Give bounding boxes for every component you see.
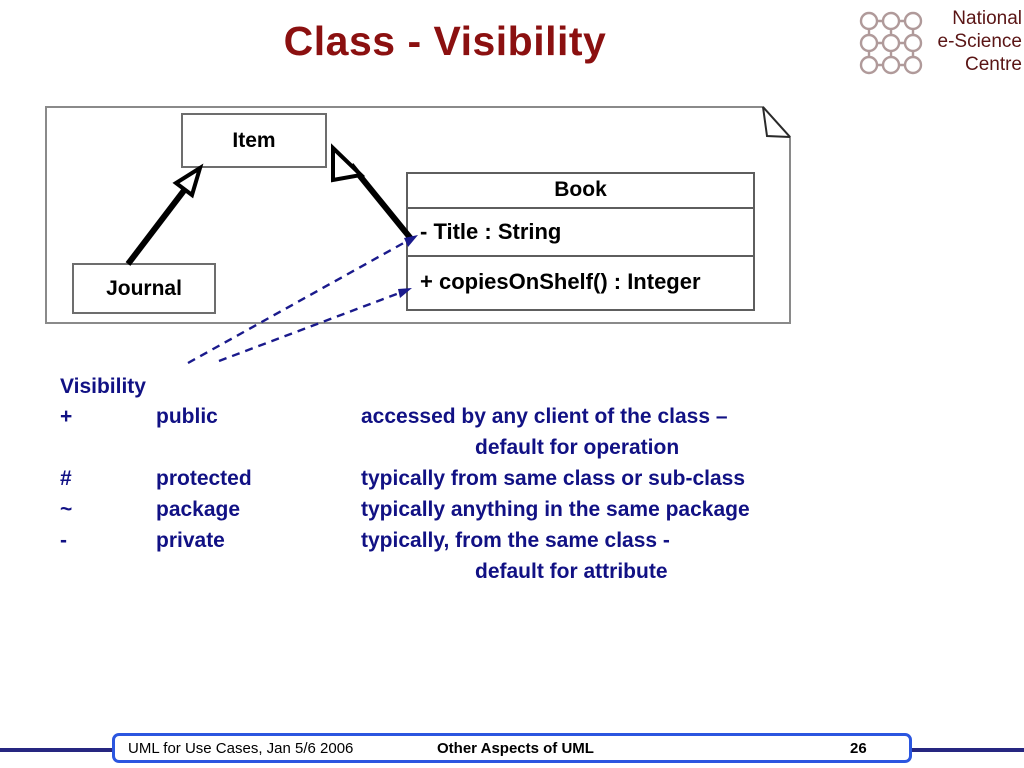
- class-attribute-title: - Title : String: [408, 209, 753, 257]
- visibility-name-package: package: [156, 498, 241, 521]
- logo-text: National e-Science Centre: [926, 7, 1023, 76]
- visibility-row-protected: # protected typically from same class or…: [60, 463, 960, 494]
- class-name-book: Book: [408, 174, 753, 209]
- visibility-symbol-package: ~: [60, 498, 73, 521]
- visibility-desc-protected: typically from same class or sub-class: [361, 467, 746, 490]
- logo-line-1: National: [952, 8, 1022, 29]
- visibility-symbol-public: +: [60, 405, 73, 428]
- visibility-legend: Visibility + public accessed by any clie…: [60, 372, 960, 587]
- class-box-journal[interactable]: Journal: [72, 263, 216, 314]
- visibility-row-public: + public accessed by any client of the c…: [60, 401, 960, 432]
- visibility-desc-private: typically, from the same class -: [361, 529, 670, 552]
- class-operation-copiesonshelf: + copiesOnShelf() : Integer: [420, 269, 701, 294]
- logo-line-3: Centre: [964, 54, 1022, 75]
- footer-rule-left: [0, 748, 128, 752]
- class-name-journal: Journal: [106, 277, 182, 300]
- footer-rule-right: [908, 748, 1024, 752]
- visibility-desc-public: accessed by any client of the class –: [361, 405, 728, 428]
- visibility-symbol-protected: #: [60, 467, 72, 490]
- footer-course-label: UML for Use Cases, Jan 5/6 2006: [128, 740, 354, 757]
- page-title: Class - Visibility: [283, 18, 607, 64]
- nesc-logo: National e-Science Centre: [856, 6, 1023, 80]
- visibility-heading: Visibility: [60, 375, 146, 398]
- logo-line-2: e-Science: [937, 31, 1023, 52]
- visibility-desc-package: typically anything in the same package: [361, 498, 750, 521]
- class-box-item[interactable]: Item: [181, 113, 327, 168]
- footer-bar: UML for Use Cases, Jan 5/6 2006 Other As…: [112, 733, 912, 763]
- footer-page-number: 26: [850, 740, 867, 757]
- visibility-cont-public: default for operation: [475, 436, 680, 459]
- visibility-name-protected: protected: [156, 467, 252, 490]
- class-box-book[interactable]: Book - Title : String + copiesOnShelf() …: [406, 172, 755, 311]
- footer-section-label: Other Aspects of UML: [437, 740, 594, 757]
- visibility-cont-private: default for attribute: [475, 560, 668, 583]
- class-name-item: Item: [232, 129, 276, 152]
- visibility-row-private: - private typically, from the same class…: [60, 525, 960, 556]
- visibility-row-package: ~ package typically anything in the same…: [60, 494, 960, 525]
- visibility-symbol-private: -: [60, 529, 67, 552]
- visibility-name-public: public: [156, 405, 218, 428]
- grid-nodes-icon: [858, 10, 924, 76]
- visibility-name-private: private: [156, 529, 225, 552]
